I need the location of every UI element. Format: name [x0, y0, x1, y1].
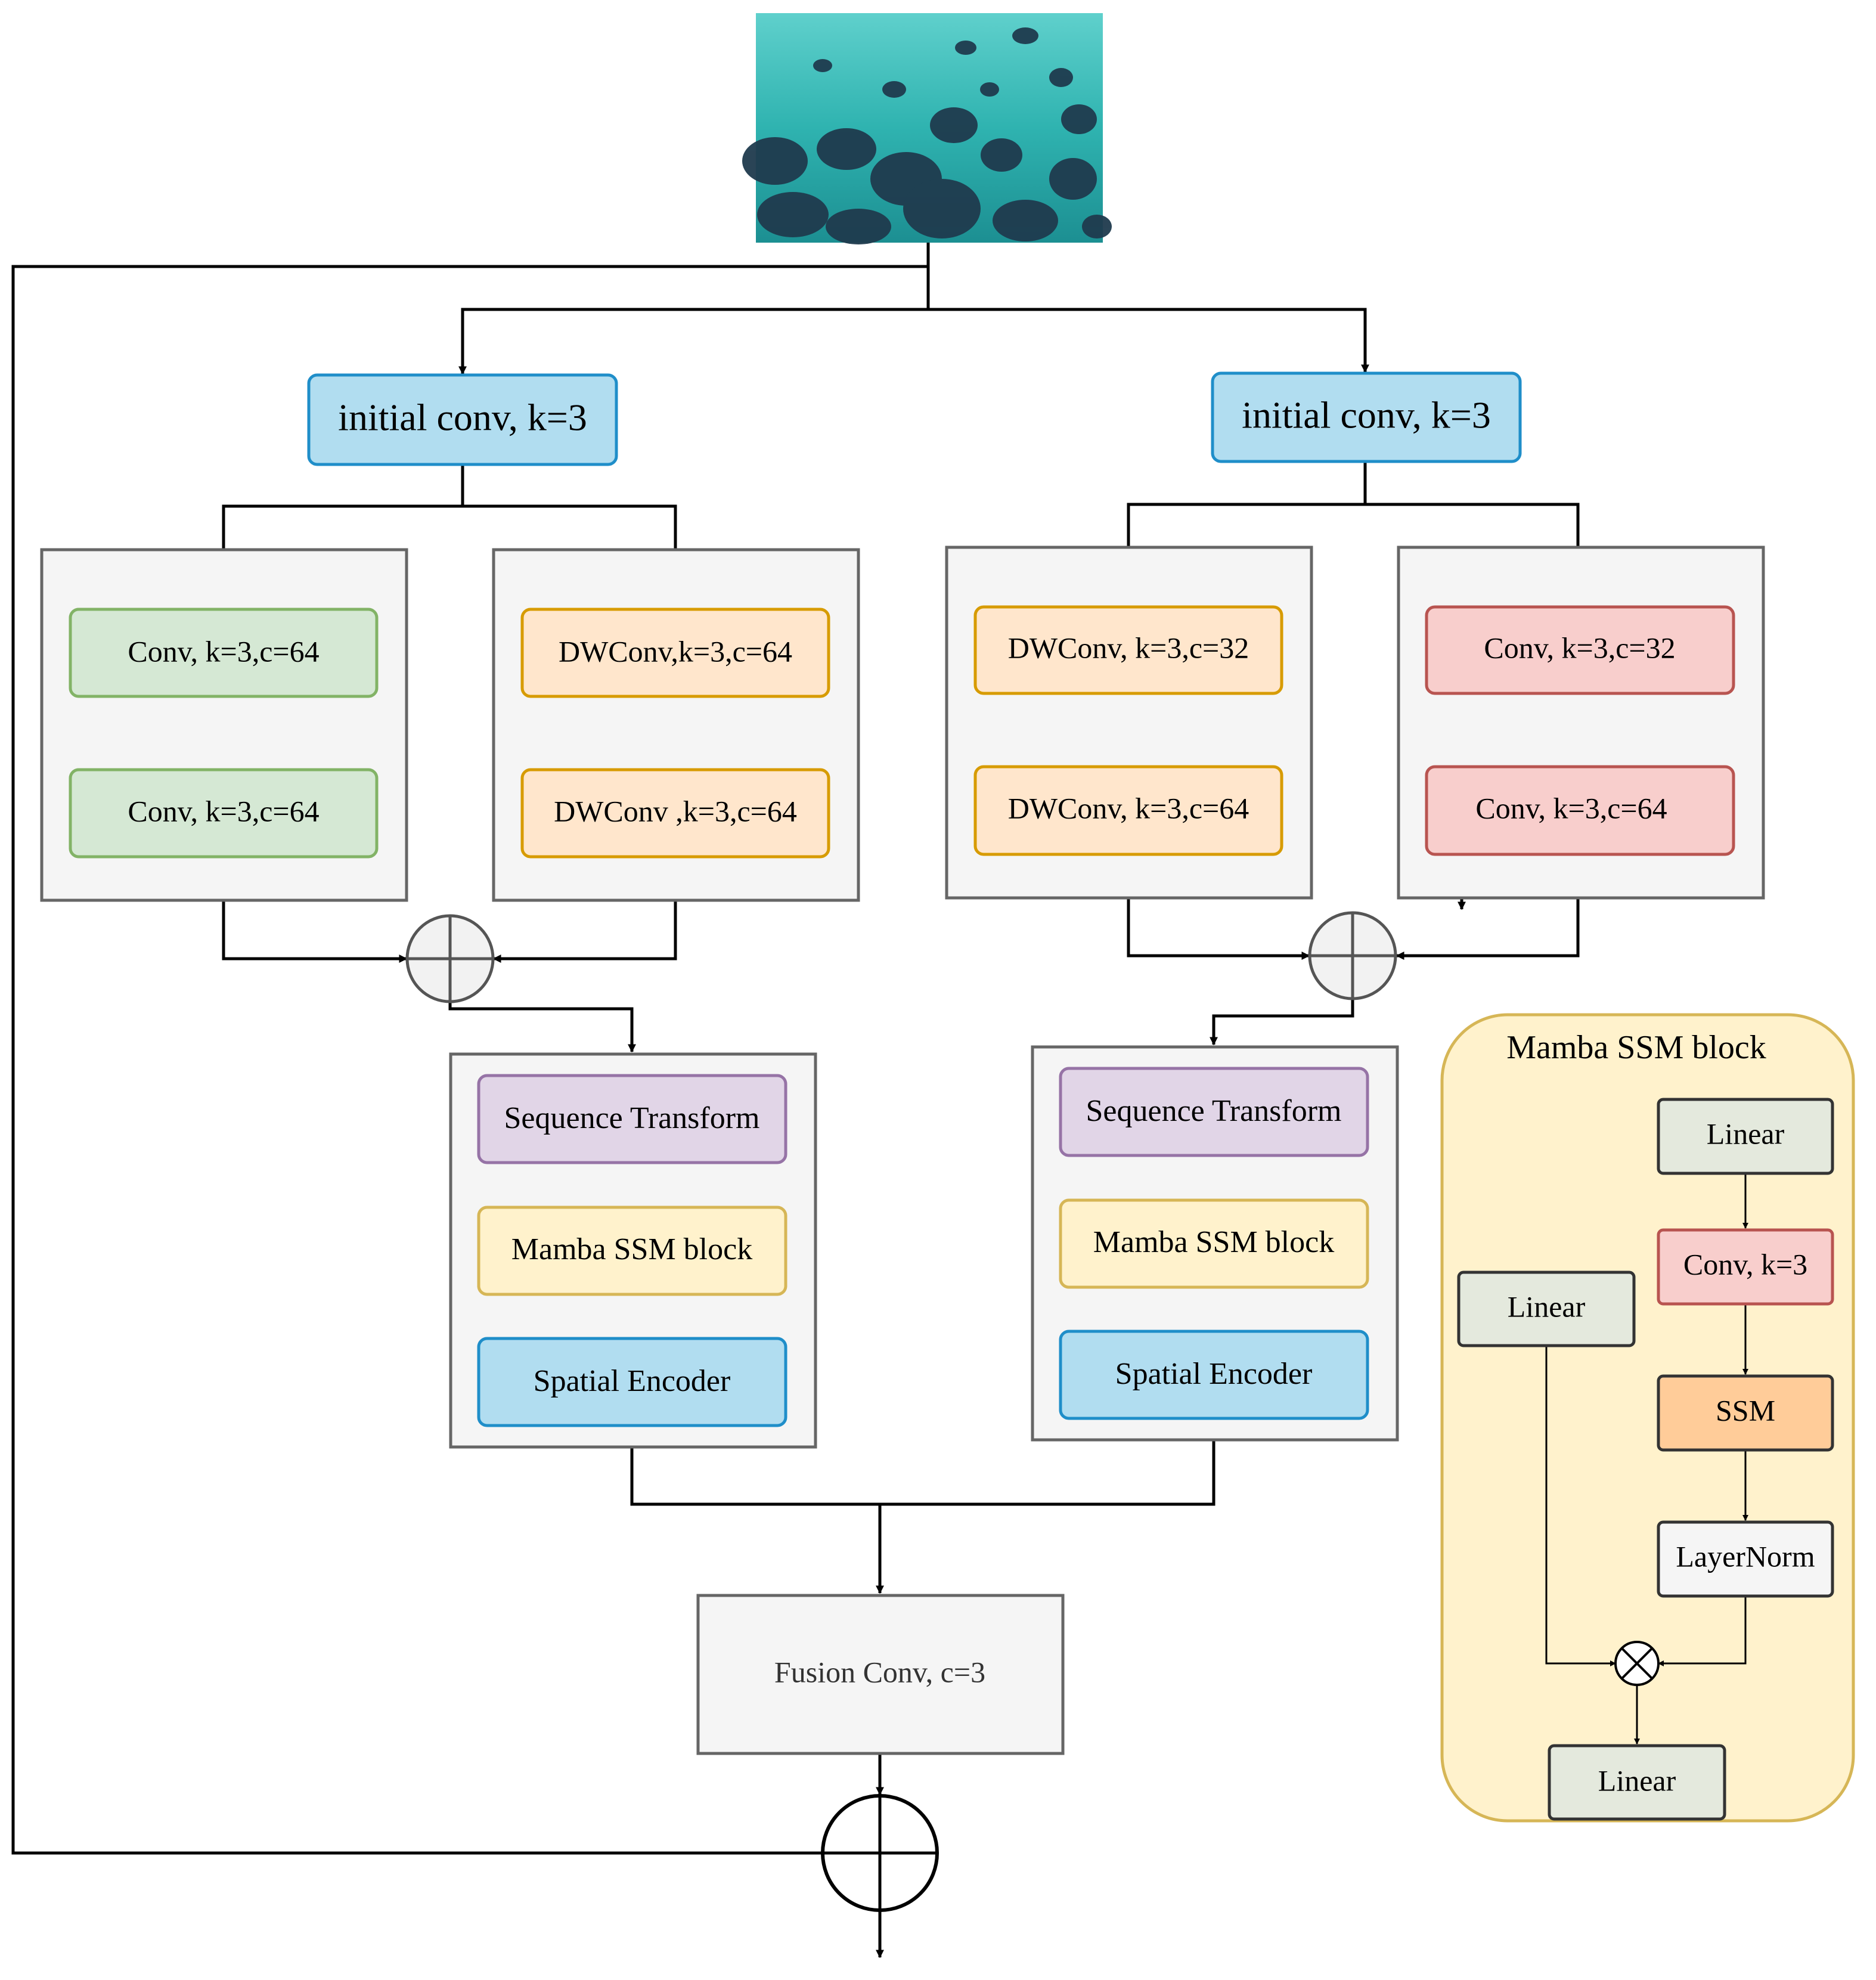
mamba-panel: Mamba SSM block Linear Conv, k=3 SSM Lay… — [1440, 1013, 1855, 1823]
right-branch: initial conv, k=3 DWConv, k=3,c=32 DWCon… — [945, 371, 1765, 1442]
left-dwconv-2 — [520, 768, 830, 859]
left-mamba-block — [477, 1206, 787, 1296]
right-initial-conv-label: initial conv, k=3 — [1242, 394, 1491, 436]
right-spatial-encoder — [1059, 1330, 1369, 1420]
multiply-icon — [1614, 1641, 1660, 1686]
left-sequence-transform-label: Sequence Transform — [504, 1101, 760, 1135]
right-conv-1-label: Conv, k=3,c=32 — [1484, 631, 1675, 664]
left-spatial-encoder — [477, 1337, 787, 1427]
left-dwconv-1 — [520, 608, 830, 698]
left-initial-conv-box — [307, 373, 618, 466]
mamba-ssm — [1657, 1374, 1834, 1452]
left-dwconv-2-label: DWConv ,k=3,c=64 — [554, 794, 797, 828]
mamba-linear-top — [1657, 1098, 1834, 1175]
fusion-conv-label: Fusion Conv, c=3 — [774, 1655, 985, 1688]
fish-icon — [742, 27, 1112, 244]
right-add-icon — [1308, 911, 1397, 1000]
right-mamba-block-label: Mamba SSM block — [1093, 1225, 1334, 1259]
fusion: Fusion Conv, c=3 — [696, 1594, 1065, 1912]
fusion-conv-box — [696, 1594, 1065, 1755]
left-sequence-transform — [477, 1074, 787, 1164]
mamba-layernorm — [1657, 1520, 1834, 1598]
mamba-linear-top-label: Linear — [1707, 1117, 1785, 1150]
mamba-conv-label: Conv, k=3 — [1683, 1247, 1807, 1281]
right-sequence-transform-label: Sequence Transform — [1086, 1094, 1342, 1128]
right-conv-2 — [1425, 765, 1735, 856]
mamba-panel-title: Mamba SSM block — [1506, 1029, 1766, 1066]
output-add-icon — [821, 1794, 939, 1912]
mamba-linear-out-label: Linear — [1598, 1764, 1676, 1797]
left-mamba-block-label: Mamba SSM block — [511, 1232, 752, 1266]
left-conv-2-label: Conv, k=3,c=64 — [128, 794, 319, 828]
right-dwconv-2-label: DWConv, k=3,c=64 — [1008, 791, 1249, 825]
left-conv-1 — [69, 608, 379, 698]
mamba-conv — [1657, 1228, 1834, 1306]
left-dwconv-1-label: DWConv,k=3,c=64 — [559, 634, 792, 668]
input-image — [742, 13, 1112, 244]
left-conv-1-label: Conv, k=3,c=64 — [128, 634, 319, 668]
left-branch: initial conv, k=3 Conv, k=3,c=64 Conv, k… — [40, 373, 860, 1449]
right-initial-conv-box — [1211, 371, 1522, 463]
mamba-linear-out — [1548, 1744, 1726, 1821]
mamba-linear-side — [1457, 1271, 1636, 1347]
mamba-linear-side-label: Linear — [1508, 1290, 1586, 1323]
right-dwconv-1 — [973, 605, 1283, 695]
right-sequence-transform — [1059, 1067, 1369, 1157]
right-dwconv-2 — [973, 765, 1283, 856]
mamba-panel-background — [1440, 1013, 1855, 1823]
left-spatial-encoder-label: Spatial Encoder — [534, 1364, 731, 1398]
left-add-icon — [405, 914, 495, 1003]
right-dwconv-1-label: DWConv, k=3,c=32 — [1008, 631, 1249, 664]
left-initial-conv-label: initial conv, k=3 — [338, 396, 587, 439]
left-conv-2 — [69, 768, 379, 859]
right-mamba-block — [1059, 1198, 1369, 1289]
mamba-layernorm-label: LayerNorm — [1676, 1539, 1815, 1573]
right-conv-1 — [1425, 605, 1735, 695]
right-conv-2-label: Conv, k=3,c=64 — [1475, 791, 1667, 825]
right-spatial-encoder-label: Spatial Encoder — [1115, 1357, 1313, 1391]
mamba-ssm-label: SSM — [1716, 1393, 1775, 1427]
